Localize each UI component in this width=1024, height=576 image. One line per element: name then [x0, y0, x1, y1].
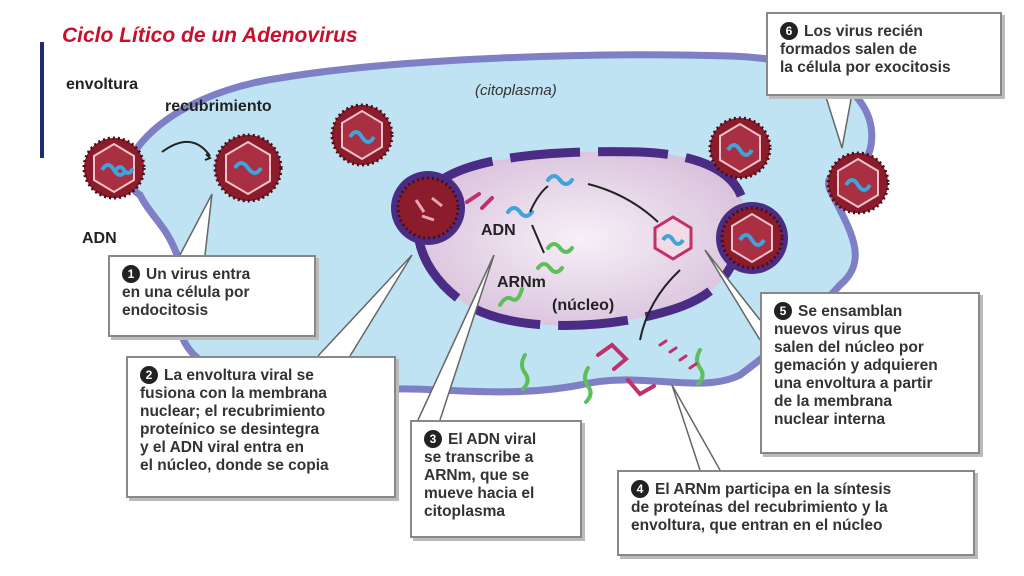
virus-entering	[213, 133, 283, 203]
label-arnm: ARNm	[497, 274, 546, 291]
callout-pointers	[179, 93, 853, 471]
protein-fragments	[465, 192, 698, 397]
page-title: Ciclo Lítico de un Adenovirus	[62, 24, 358, 47]
step-number-6: 6	[780, 22, 798, 40]
step-number-3: 3	[424, 430, 442, 448]
virus-exiting	[826, 151, 890, 215]
step-number-1: 1	[122, 265, 140, 283]
virus-in-cytoplasm-right	[708, 116, 772, 180]
step-number-5: 5	[774, 302, 792, 320]
step-number-4: 4	[631, 480, 649, 498]
nuclear-membrane	[413, 147, 750, 330]
viral-dna-strands	[114, 165, 574, 218]
step-number-2: 2	[140, 366, 158, 384]
mrna-strands	[498, 242, 705, 404]
nucleus	[417, 151, 746, 326]
capsid-assembling	[653, 215, 693, 261]
virus-budding	[716, 202, 788, 274]
process-arrows	[161, 141, 681, 341]
label-nucleo: (núcleo)	[552, 297, 615, 314]
virus-outside	[82, 136, 146, 200]
label-adn-nucleus: ADN	[481, 222, 516, 239]
label-citoplasma: (citoplasma)	[475, 82, 557, 99]
virus-in-cytoplasm	[330, 103, 394, 167]
label-recubrimiento: recubrimiento	[165, 98, 272, 115]
accent-bar	[40, 42, 44, 158]
label-adn-left: ADN	[82, 230, 117, 247]
label-envoltura: envoltura	[66, 76, 139, 93]
virus-fusing-nucleus	[391, 171, 465, 245]
